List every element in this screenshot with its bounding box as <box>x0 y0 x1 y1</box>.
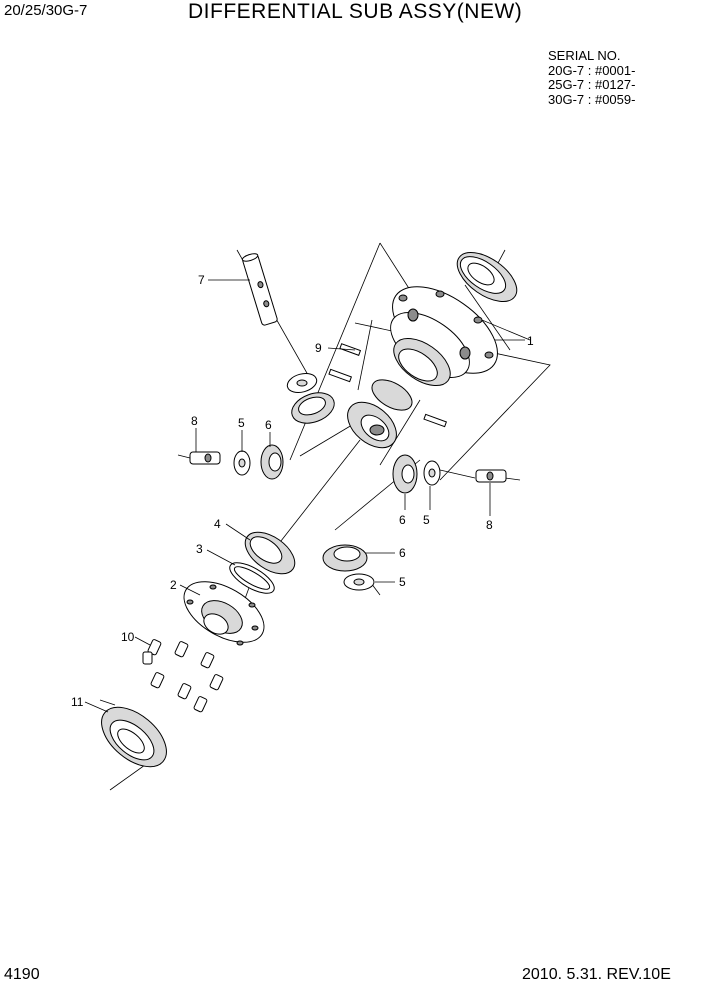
leader-lines <box>84 279 525 713</box>
part-6-gear-left <box>260 444 284 480</box>
revision-date: 2010. 5.31. REV.10E <box>522 966 671 983</box>
callout-10: 10 <box>121 630 135 644</box>
callout-6-left: 6 <box>265 418 272 432</box>
callout-3: 3 <box>196 542 203 556</box>
callout-8-left: 8 <box>191 414 198 428</box>
callout-8-right: 8 <box>486 518 493 532</box>
page-number: 4190 <box>4 966 40 983</box>
part-8-pin-right <box>475 469 507 483</box>
callout-5-left: 5 <box>238 416 245 430</box>
callout-2: 2 <box>170 578 177 592</box>
part-8-pin-left <box>189 451 221 465</box>
part-11-bearing <box>101 706 167 768</box>
callout-5-lower: 5 <box>399 575 406 589</box>
callout-4: 4 <box>214 517 221 531</box>
part-5-washer-left <box>233 450 251 476</box>
page-title: DIFFERENTIAL SUB ASSY(NEW) <box>188 0 523 23</box>
serial-line-25g: 25G-7 : #0127- <box>548 77 636 92</box>
part-side-gear-upper <box>371 379 413 411</box>
callout-5-right: 5 <box>423 513 430 527</box>
callout-1: 1 <box>527 334 534 348</box>
callout-6-lower: 6 <box>399 546 406 560</box>
serial-number-box: SERIAL NO. 20G-7 : #0001- 25G-7 : #0127-… <box>548 48 636 107</box>
part-5-washer-right <box>423 460 441 486</box>
part-2-cover <box>183 581 265 646</box>
callout-11: 11 <box>71 695 84 709</box>
part-7-pin <box>241 253 278 326</box>
callout-9: 9 <box>315 341 322 355</box>
part-10-bolts <box>142 639 224 713</box>
serial-line-30g: 30G-7 : #0059- <box>548 91 636 107</box>
part-3-ring <box>229 562 275 594</box>
part-6-gear-right <box>392 454 418 494</box>
callout-labels: 1 2 3 4 5 5 5 6 6 6 7 8 8 9 10 11 <box>71 273 534 709</box>
part-washer-5-upper <box>286 372 318 394</box>
callout-7: 7 <box>198 273 205 287</box>
part-4-gear <box>244 531 296 575</box>
part-1-differential-case <box>390 286 498 387</box>
part-5-washer-lower <box>343 573 375 591</box>
part-6-gear-lower <box>322 544 368 572</box>
callout-6-right: 6 <box>399 513 406 527</box>
part-bearing-top <box>456 252 518 302</box>
part-gear-6-upper <box>291 392 335 424</box>
serial-heading: SERIAL NO. <box>548 48 621 63</box>
serial-line-20g: 20G-7 : #0001- <box>548 62 636 78</box>
model-code: 20/25/30G-7 <box>4 2 88 19</box>
part-side-gear <box>347 401 397 449</box>
